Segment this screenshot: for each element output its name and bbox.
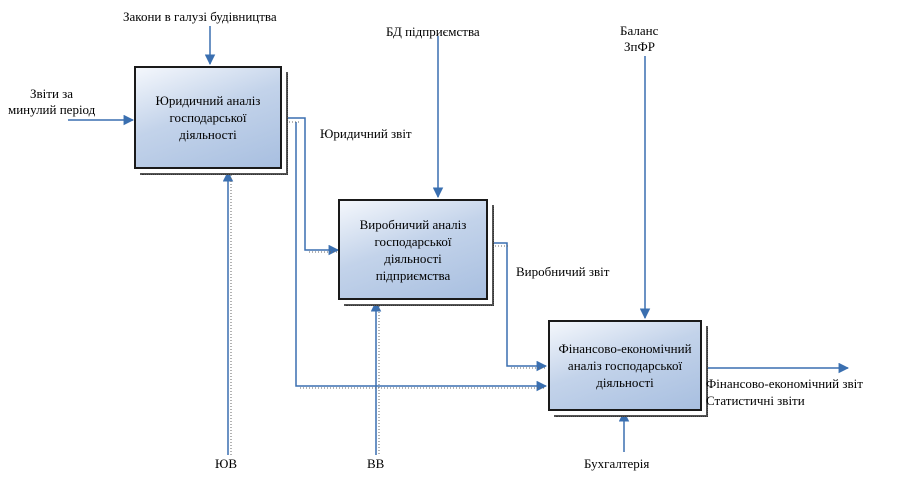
legal-report-label: Юридичний звіт bbox=[320, 126, 412, 141]
finance-report-label: Фінансово-економічний звіт bbox=[706, 376, 863, 391]
financial-analysis-label: Фінансово-економічний аналіз господарськ… bbox=[558, 341, 692, 390]
reports-past-label-line2: минулий період bbox=[8, 102, 96, 117]
arrow-legal-report-to-finance bbox=[295, 122, 548, 392]
statistical-reports-label: Статистичні звіти bbox=[706, 393, 805, 408]
accounting-label: Бухгалтерія bbox=[584, 456, 650, 471]
production-analysis-box[interactable]: Виробничий аналіз господарської діяльнос… bbox=[338, 199, 494, 306]
yuv-label: ЮВ bbox=[215, 456, 238, 471]
arrow-legal-report-to-production bbox=[282, 117, 340, 256]
financial-analysis-box[interactable]: Фінансово-економічний аналіз господарськ… bbox=[548, 320, 708, 417]
legal-analysis-box[interactable]: Юридичний аналіз господарської діяльност… bbox=[134, 66, 288, 175]
arrow-production-report bbox=[488, 242, 548, 372]
production-report-label: Виробничий звіт bbox=[516, 264, 610, 279]
reports-past-label-line1: Звіти за bbox=[30, 86, 74, 101]
balance-label-line1: Баланс bbox=[620, 23, 659, 38]
legal-analysis-label: Юридичний аналіз господарської діяльност… bbox=[155, 93, 261, 142]
vv-label: ВВ bbox=[367, 456, 385, 471]
balance-label-line2: ЗпФР bbox=[624, 39, 655, 54]
laws-label: Закони в галузі будівництва bbox=[123, 9, 277, 24]
production-analysis-label: Виробничий аналіз господарської діяльнос… bbox=[359, 216, 467, 283]
db-label: БД підприємства bbox=[386, 24, 480, 39]
